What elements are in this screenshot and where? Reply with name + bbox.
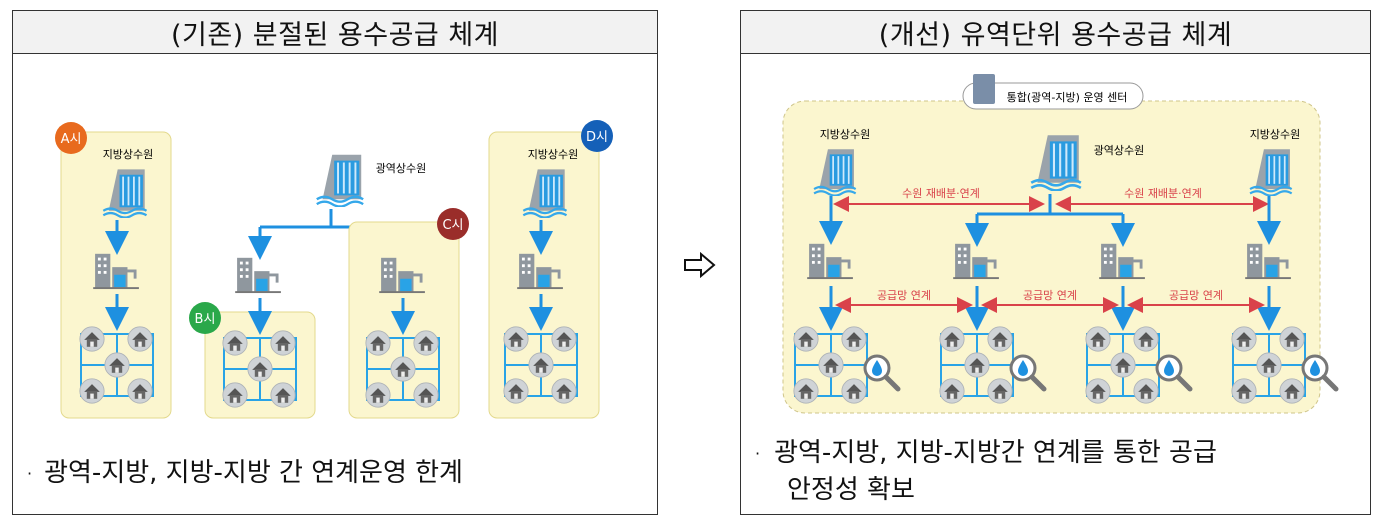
d-houses-icon [504,327,577,403]
improved-system-diagram: 통합(광역-지방) 운영 센터 지방상수원 광역상수원 지방상수원 수원 재배분… [782,74,1369,414]
improved-system-title: (개선) 유역단위 용수공급 체계 [741,11,1370,54]
d-city-label: D시 [586,130,608,145]
b-houses-icon [223,331,296,407]
right-local-source-right-label: 지방상수원 [1250,128,1301,141]
b-city-badge [189,302,221,334]
b-plant-icon [235,256,283,294]
operation-center-badge [962,82,1144,110]
a-local-source-label: 지방상수원 [103,148,154,161]
network-link-1-label: 공급망 연계 [877,289,931,302]
houses-2-icon [940,327,1013,403]
improved-system-caption: · 광역-지방, 지방-지방간 연계를 통한 공급 안정성 확보 [755,435,1217,508]
redistribution-right-label: 수원 재배분·연계 [1124,187,1202,200]
operation-center-label: 통합(광역-지방) 운영 센터 [1007,91,1128,104]
c-city-label: C시 [442,218,463,233]
right-regional-source-label: 광역상수원 [1094,144,1145,157]
houses-1-icon [794,327,867,403]
d-local-source-label: 지방상수원 [528,148,579,161]
d-city-badge [581,120,613,152]
improved-caption-line2: 안정성 확보 [787,474,915,505]
existing-system-panel: (기존) 분절된 용수공급 체계 [12,10,658,515]
network-link-2-label: 공급망 연계 [1023,289,1077,302]
a-city-label: A시 [61,132,82,147]
existing-system-caption: · 광역-지방, 지방-지방 간 연계운영 한계 [27,455,463,492]
existing-system-diagram: A시 지방상수원 광역상수원 B시 C시 D시 지방상수원 [55,120,613,419]
right-arrow-icon [684,252,716,278]
right-local-source-left-label: 지방상수원 [820,128,871,141]
a-city-badge [55,122,87,154]
caption-bullet-right: · [755,443,761,463]
c-city-badge [437,208,469,240]
redistribution-left-label: 수원 재배분·연계 [902,187,980,200]
improved-caption-line1: 광역-지방, 지방-지방간 연계를 통한 공급 [774,438,1217,468]
existing-system-title: (기존) 분절된 용수공급 체계 [13,11,657,54]
a-houses-icon [80,327,153,403]
regional-dam-icon [315,153,365,207]
houses-3-icon [1086,327,1159,403]
operation-center-icon [973,74,995,104]
regional-source-label: 광역상수원 [376,162,427,175]
network-link-3-label: 공급망 연계 [1169,289,1223,302]
existing-caption-text: 광역-지방, 지방-지방 간 연계운영 한계 [44,458,463,488]
c-houses-icon [366,331,439,407]
caption-bullet: · [27,463,33,483]
houses-4-icon [1232,327,1305,403]
b-city-label: B시 [195,312,216,327]
improved-system-panel: (개선) 유역단위 용수공급 체계 통합(광역-지방) 운영 센터 지방상수원 [740,10,1371,515]
